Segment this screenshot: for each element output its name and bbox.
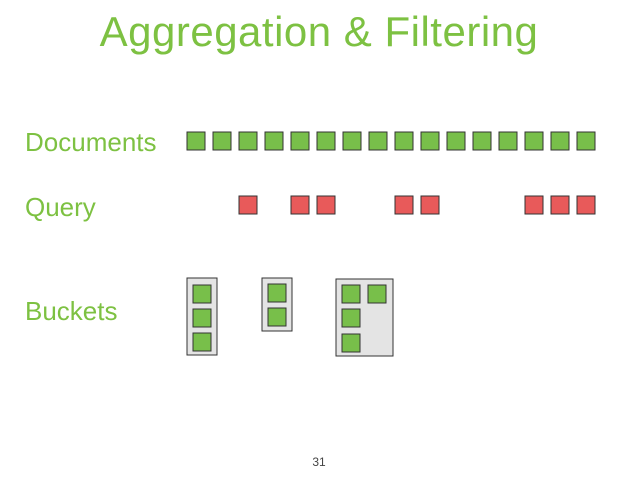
document-square xyxy=(394,131,414,151)
query-match-square xyxy=(290,195,310,215)
query-match-square xyxy=(394,195,414,215)
bucket-document-square xyxy=(267,283,287,303)
bucket-document-square xyxy=(341,333,361,353)
slide-title: Aggregation & Filtering xyxy=(99,8,539,55)
query-match-square xyxy=(238,195,258,215)
query-match-square xyxy=(316,195,336,215)
bucket-document-square xyxy=(341,284,361,304)
page-number: 31 xyxy=(312,455,326,469)
bucket-document-square xyxy=(341,308,361,328)
query-match-square xyxy=(576,195,596,215)
query-match-square xyxy=(524,195,544,215)
buckets-row xyxy=(186,277,394,357)
document-square xyxy=(290,131,310,151)
document-square xyxy=(186,131,206,151)
document-square xyxy=(446,131,466,151)
document-square xyxy=(264,131,284,151)
document-square xyxy=(342,131,362,151)
document-square xyxy=(316,131,336,151)
bucket-document-square xyxy=(192,332,212,352)
bucket-document-square xyxy=(267,307,287,327)
query-label: Query xyxy=(25,192,96,222)
bucket-document-square xyxy=(192,308,212,328)
document-square xyxy=(550,131,570,151)
query-row xyxy=(238,195,596,215)
document-square xyxy=(472,131,492,151)
document-square xyxy=(420,131,440,151)
document-square xyxy=(238,131,258,151)
documents-row xyxy=(186,131,596,151)
query-match-square xyxy=(420,195,440,215)
document-square xyxy=(212,131,232,151)
document-square xyxy=(368,131,388,151)
document-square xyxy=(576,131,596,151)
buckets-label: Buckets xyxy=(25,296,118,326)
query-match-square xyxy=(550,195,570,215)
document-square xyxy=(524,131,544,151)
documents-label: Documents xyxy=(25,127,157,157)
bucket-document-square xyxy=(192,284,212,304)
document-square xyxy=(498,131,518,151)
bucket-document-square xyxy=(367,284,387,304)
